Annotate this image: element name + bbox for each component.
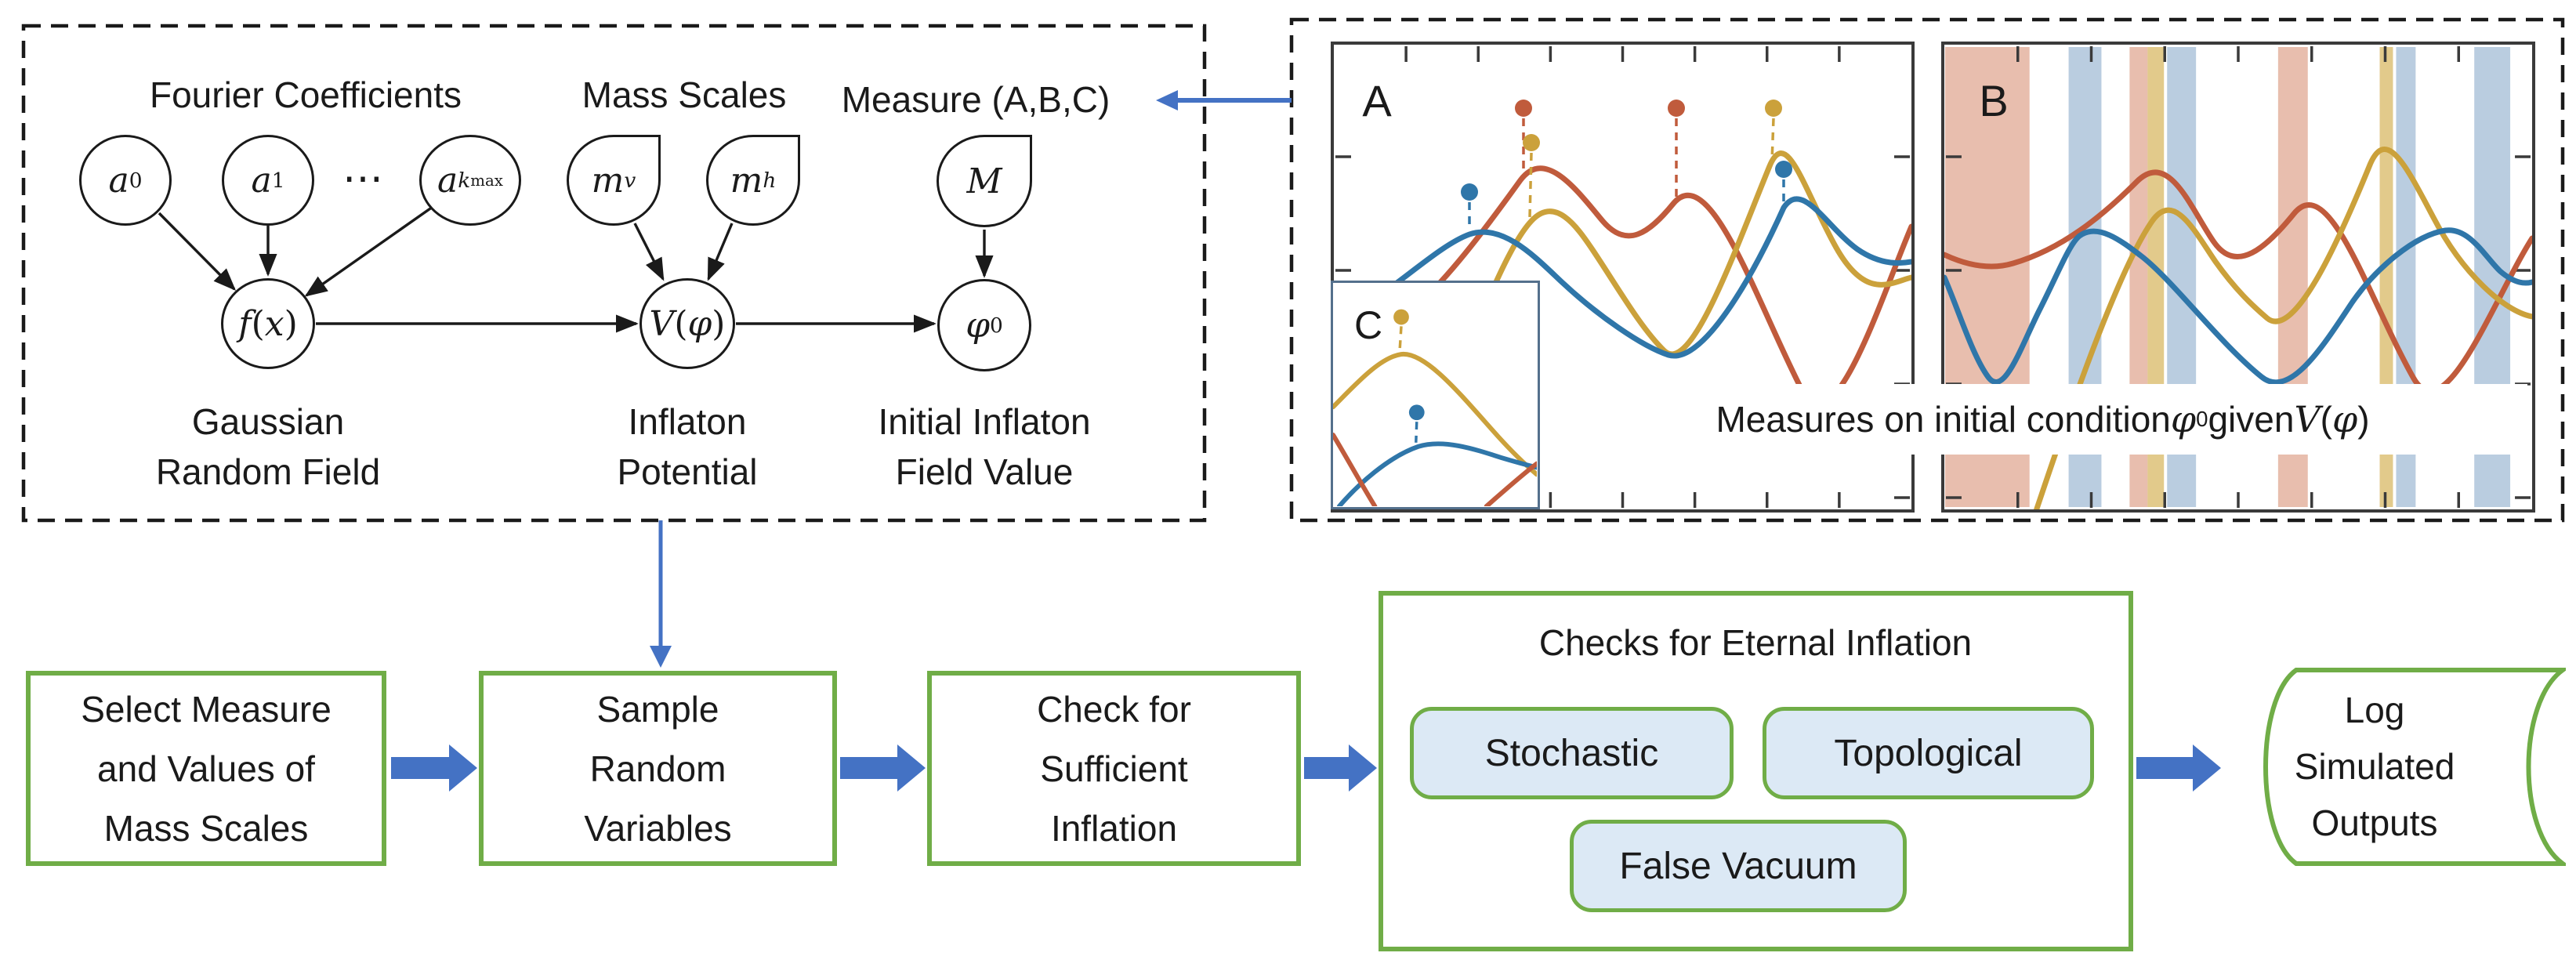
inflaton-potential-caption: Inflaton Potential bbox=[617, 401, 758, 492]
measure-abc-title: Measure (A,B,C) bbox=[841, 79, 1110, 120]
flow-line: Variables bbox=[584, 807, 732, 849]
node-M: M bbox=[937, 135, 1032, 227]
flow-line: Select Measure bbox=[81, 688, 332, 730]
ellipsis-dots: ⋯ bbox=[342, 156, 383, 201]
red-curve bbox=[1333, 432, 1378, 506]
flow-step-check-inflation: Check for Sufficient Inflation bbox=[927, 671, 1301, 866]
gaussian-random-field-caption: Gaussian Random Field bbox=[155, 401, 381, 492]
blue-curve bbox=[1336, 441, 1537, 506]
blue-curve bbox=[1334, 196, 1911, 359]
panel-b-label: B bbox=[1979, 76, 2009, 125]
flow-arrow bbox=[1304, 744, 1377, 792]
flow-step-select-measure: Select Measure and Values of Mass Scales bbox=[26, 671, 386, 866]
fourier-coefficients-title: Fourier Coefficients bbox=[150, 74, 462, 115]
node-vphi: V(φ) bbox=[639, 278, 735, 369]
blue-dot bbox=[1408, 404, 1425, 421]
flow-line: Outputs bbox=[2311, 802, 2438, 843]
panel-c-label: C bbox=[1353, 303, 1383, 347]
panels-dashed-box bbox=[1289, 17, 2565, 523]
flow-line: Log bbox=[2344, 690, 2405, 730]
sample-arrow-head bbox=[650, 646, 672, 668]
check-stochastic: Stochastic bbox=[1410, 707, 1734, 799]
model-arrow bbox=[633, 223, 665, 281]
model-arrow bbox=[304, 205, 433, 297]
node-fx: f(x) bbox=[221, 278, 315, 369]
blue-curve bbox=[1944, 227, 2532, 386]
red-curve bbox=[1484, 461, 1537, 506]
flow-step-sample-random: Sample Random Variables bbox=[479, 671, 837, 866]
red-dot bbox=[1668, 100, 1685, 117]
model-dashed-box bbox=[21, 24, 1207, 523]
panel-a-label: A bbox=[1362, 76, 1392, 125]
gold-curve bbox=[1333, 352, 1537, 477]
gold-curve bbox=[2034, 147, 2532, 509]
gold-stem bbox=[1528, 152, 1533, 218]
blue-dot bbox=[1775, 161, 1792, 178]
gold-dot bbox=[1765, 100, 1782, 117]
log-simulated-outputs-shape bbox=[2263, 668, 2566, 866]
red-dot bbox=[1515, 100, 1532, 117]
log-simulated-outputs-text: Log Simulated Outputs bbox=[2257, 680, 2492, 853]
panel-c-canvas bbox=[1333, 309, 1537, 506]
check-false-vacuum: False Vacuum bbox=[1570, 820, 1907, 912]
flow-line: Check for bbox=[1037, 688, 1191, 730]
flow-line: Inflation bbox=[1050, 807, 1178, 849]
gold-dot bbox=[1393, 309, 1409, 325]
gold-stem bbox=[1398, 326, 1403, 352]
measure-arrow-head bbox=[1156, 90, 1178, 110]
stored-data-outline bbox=[2263, 668, 2566, 866]
model-arrow bbox=[158, 212, 237, 292]
gold-dot bbox=[1523, 134, 1540, 151]
flow-line: Sufficient bbox=[1040, 748, 1188, 789]
initial-inflaton-field-value-caption: Initial Inflaton Field Value bbox=[878, 401, 1091, 492]
flow-arrow bbox=[840, 744, 926, 792]
flow-arrow bbox=[391, 744, 477, 792]
gold-stem bbox=[1770, 118, 1775, 163]
blue-dot bbox=[1461, 183, 1478, 201]
checks-eternal-inflation-title: Checks for Eternal Inflation bbox=[1538, 622, 1973, 663]
blue-stem bbox=[1415, 422, 1418, 443]
flow-line: Random bbox=[589, 748, 726, 789]
flow-line: Sample bbox=[596, 688, 719, 730]
panel-c-inset bbox=[1331, 281, 1540, 509]
check-topological: Topological bbox=[1763, 707, 2094, 799]
flow-arrow bbox=[2136, 744, 2221, 792]
mass-scales-title: Mass Scales bbox=[582, 74, 787, 115]
flow-line: Mass Scales bbox=[103, 807, 309, 849]
flow-line: and Values of bbox=[97, 748, 315, 789]
flow-line: Simulated bbox=[2294, 746, 2455, 787]
model-arrow bbox=[707, 223, 734, 281]
